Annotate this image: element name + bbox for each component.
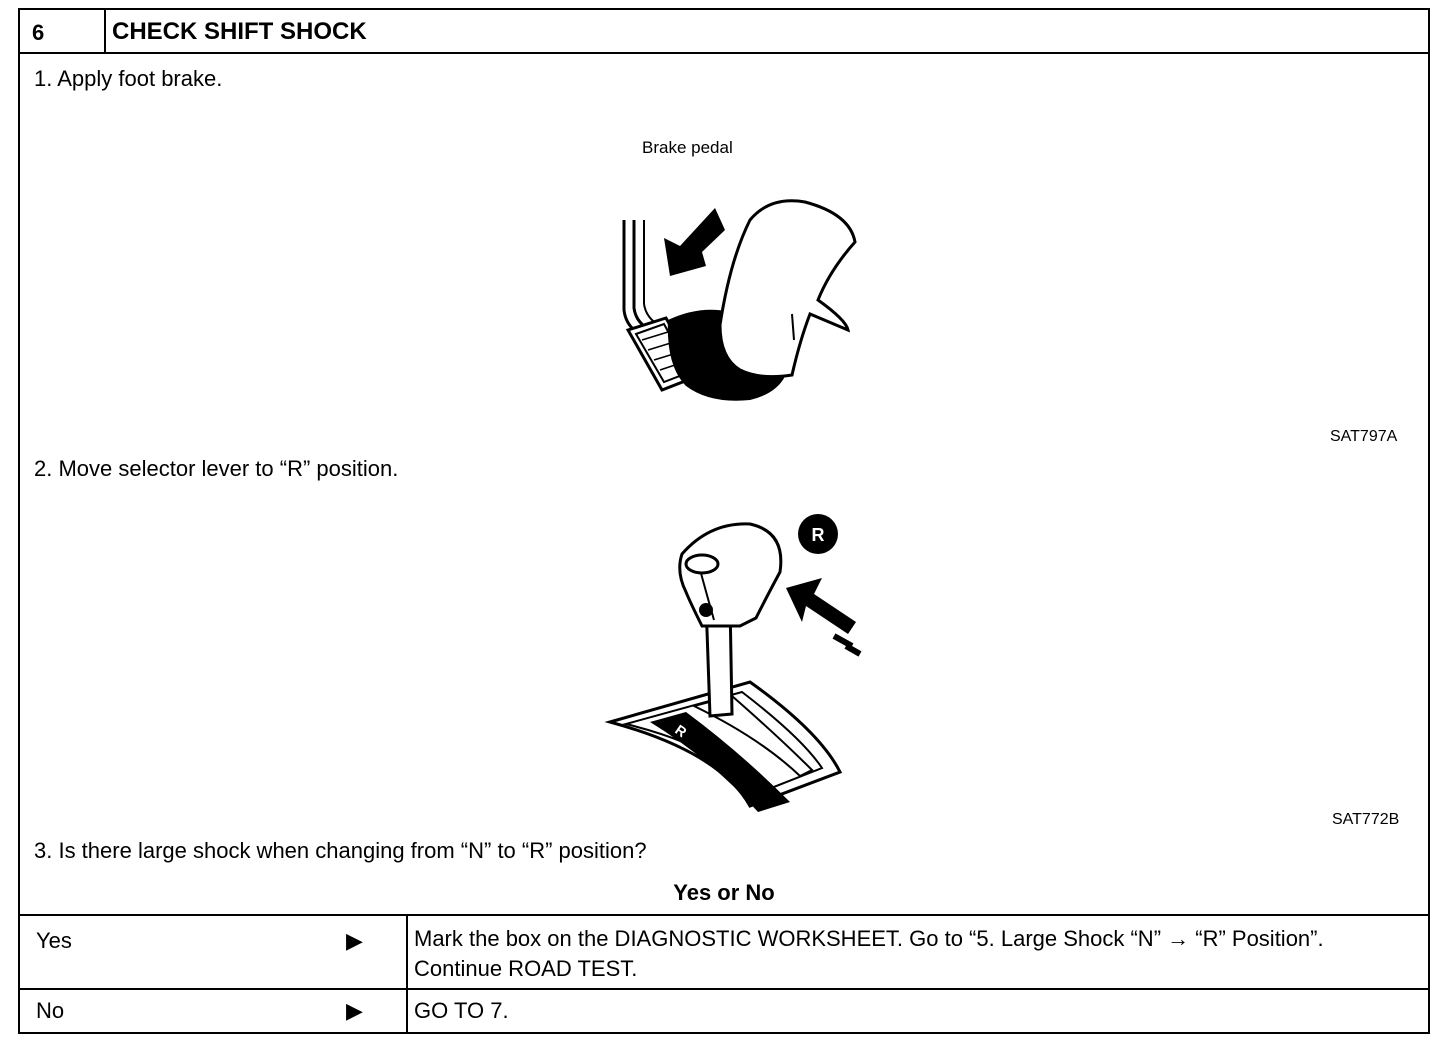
yes-or-no-caption: Yes or No (673, 880, 775, 905)
selector-lever-illustration: R R (604, 514, 862, 812)
column-divider (406, 916, 408, 988)
answer-row-no: No ▶ GO TO 7. (20, 988, 1428, 1034)
answer-no-text: GO TO 7. (414, 998, 509, 1023)
right-arrow-icon: ▶ (346, 928, 363, 953)
figure-2-code: SAT772B (1332, 811, 1400, 828)
answer-yes-label: Yes (36, 928, 72, 953)
column-divider (406, 990, 408, 1034)
step-number: 6 (20, 10, 106, 54)
right-arrow-icon: ▶ (346, 998, 363, 1023)
step-2-text: 2. Move selector lever to “R” position. (34, 456, 399, 481)
figure-1-code: SAT797A (1330, 428, 1398, 445)
step-1-text: 1. Apply foot brake. (34, 66, 223, 91)
answer-yes-text: Mark the box on the DIAGNOSTIC WORKSHEET… (414, 926, 1324, 981)
r-position-badge: R (812, 525, 825, 545)
answer-row-yes: Yes ▶ Mark the box on the DIAGNOSTIC WOR… (20, 914, 1428, 988)
procedure-title: CHECK SHIFT SHOCK (106, 10, 1428, 54)
step-3-question: 3. Is there large shock when changing fr… (34, 838, 647, 863)
brake-pedal-illustration (622, 199, 857, 401)
answer-no-label: No (36, 998, 65, 1023)
diagnostic-procedure-card: 6 CHECK SHIFT SHOCK 1. Apply foot brake.… (18, 8, 1430, 1034)
brake-pedal-label: Brake pedal (642, 138, 733, 157)
